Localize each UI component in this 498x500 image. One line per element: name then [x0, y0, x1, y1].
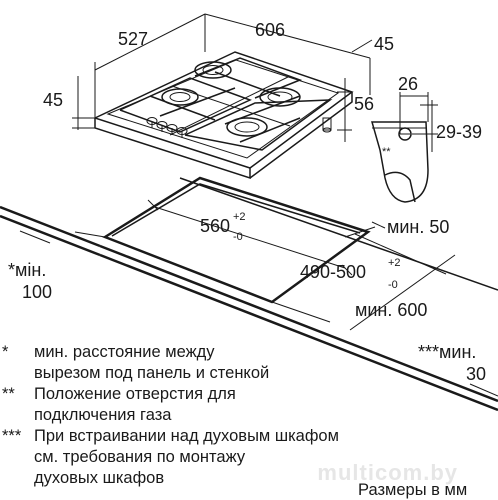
burner-front-left — [161, 88, 199, 106]
note-3-line-3: духовых шкафов — [34, 469, 164, 487]
dimension-min-50: мин. 50 — [344, 217, 449, 238]
dim-min-30-label: ***мин. — [418, 342, 476, 362]
note-2-line-2: подключения газа — [34, 406, 172, 424]
notes-block: * мин. расстояние между вырезом под пане… — [2, 343, 339, 487]
dimension-min-100: *мін. 100 — [8, 230, 106, 302]
dimension-min-30: ***мин. 30 — [418, 342, 498, 397]
units-caption: Размеры в мм — [358, 481, 467, 499]
dim-min-600-label: мин. 600 — [355, 300, 427, 320]
dimension-606: 606 — [204, 13, 371, 95]
note-1-line-1: мин. расстояние между — [34, 343, 215, 361]
note-2-line-1: Положение отверстия для — [34, 385, 236, 403]
dimension-490-500: 490-500 +2 -0 — [271, 231, 447, 303]
dim-490-500-label: 490-500 — [300, 262, 366, 282]
dim-45-right-label: 45 — [374, 34, 394, 54]
dimension-560: 560 +2 -0 — [147, 199, 353, 276]
note-1-line-2: вырезом под панель и стенкой — [34, 364, 269, 382]
dim-45-left-label: 45 — [43, 90, 63, 110]
dimension-527: 527 — [94, 13, 206, 118]
control-knobs — [146, 117, 188, 138]
dim-min-100-value: 100 — [22, 282, 52, 302]
burner-rear-right — [259, 87, 301, 107]
note-1-marker: * — [2, 343, 9, 361]
dimension-45-left: 45 — [43, 76, 95, 130]
note-3-line-2: см. требования по монтажу — [34, 448, 246, 466]
dim-490-500-tol-plus: +2 — [388, 257, 401, 269]
dim-560-tol-plus: +2 — [233, 211, 246, 223]
cooktop-illustration — [92, 51, 354, 180]
dim-56-label: 56 — [354, 94, 374, 114]
dim-min-50-label: мин. 50 — [387, 217, 449, 237]
dimension-45-right: 45 — [351, 34, 394, 54]
burner-front-right — [226, 117, 268, 137]
gas-connection-detail: ** 26 29-39 — [371, 74, 482, 203]
countertop — [0, 177, 498, 412]
dim-560-label: 560 — [200, 216, 230, 236]
watermark: multicom.by — [317, 460, 458, 485]
dim-490-500-tol-minus: -0 — [388, 279, 398, 291]
dim-min-30-value: 30 — [466, 364, 486, 384]
dimension-56: 56 — [337, 78, 374, 142]
dim-606-label: 606 — [255, 20, 285, 40]
dim-527-label: 527 — [118, 29, 148, 49]
dimension-min-600: мин. 600 — [271, 254, 456, 331]
note-2-marker: ** — [2, 385, 15, 403]
gas-connector — [322, 117, 332, 133]
burner-rear-left — [194, 61, 232, 79]
dim-min-100-label: *мін. — [8, 260, 46, 280]
note-3-line-1: При встраивании над духовым шкафом — [34, 427, 339, 445]
dim-560-tol-minus: -0 — [233, 231, 243, 243]
dim-29-39-label: 29-39 — [436, 122, 482, 142]
gas-marker: ** — [382, 146, 391, 158]
note-3-marker: *** — [2, 427, 22, 445]
dim-26-label: 26 — [398, 74, 418, 94]
